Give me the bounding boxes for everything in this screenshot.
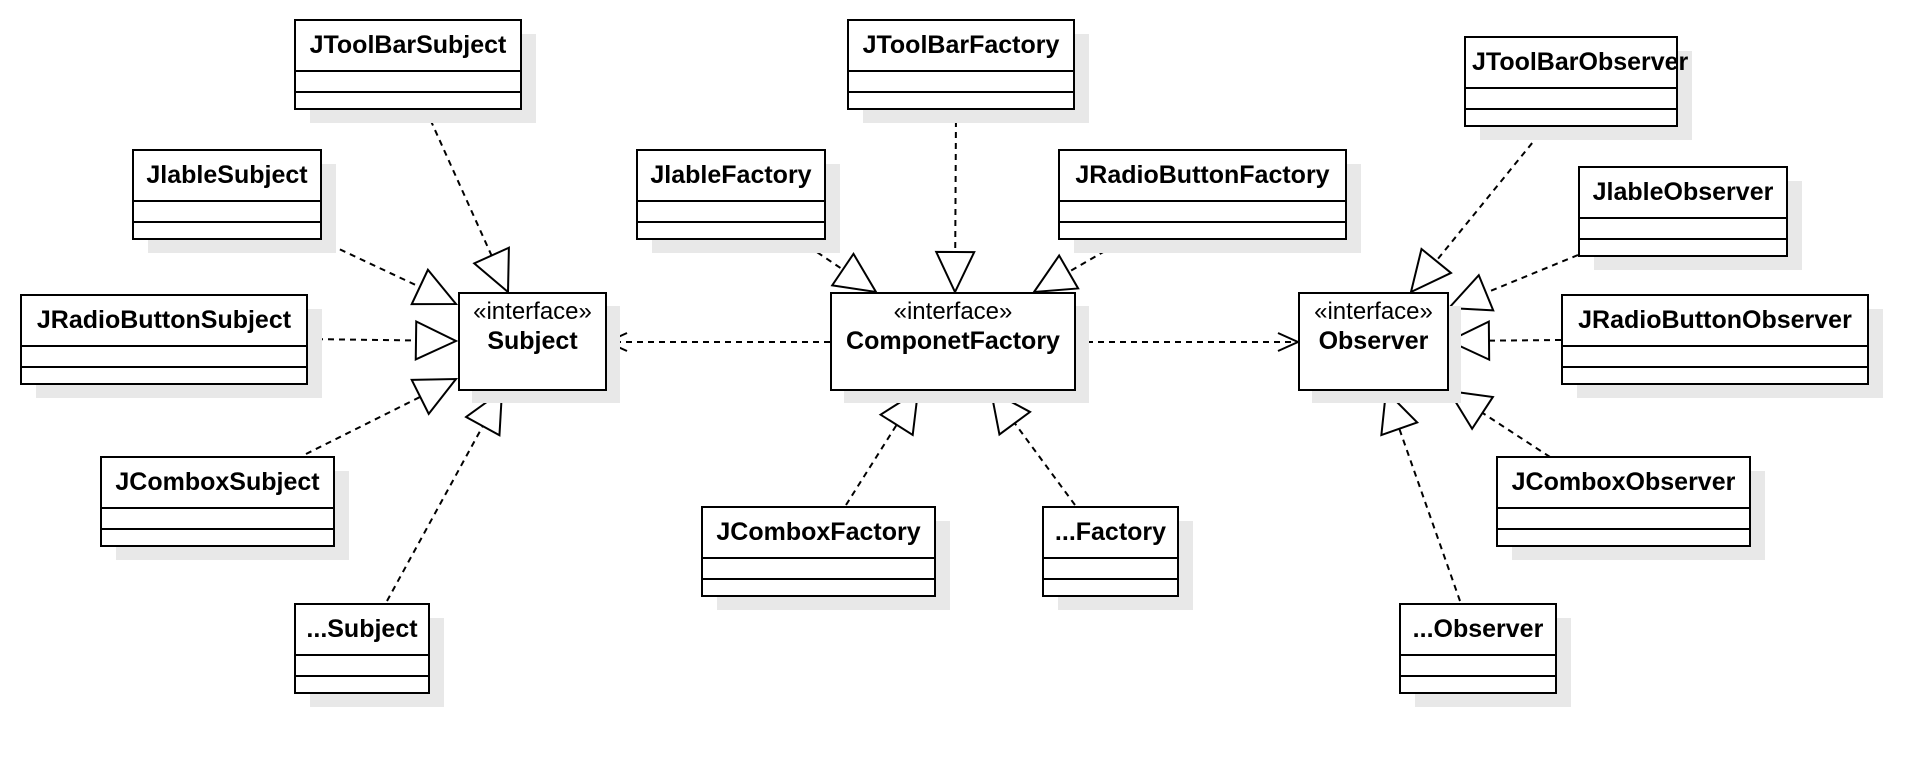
class-box-jlablesubject[interactable]: JlableSubject	[132, 149, 322, 240]
class-name: JToolBarSubject	[296, 21, 520, 72]
realization-etc-observer	[1386, 391, 1461, 602]
componet-factory-interface[interactable]: «interface» ComponetFactory	[830, 292, 1076, 391]
stereotype-label: «interface»	[473, 298, 592, 325]
attributes-compartment	[1563, 347, 1867, 368]
interface-name: Subject	[487, 327, 578, 355]
class-box-jradiobuttonobserver[interactable]: JRadioButtonObserver	[1561, 294, 1869, 385]
interface-name: Observer	[1318, 327, 1429, 355]
methods-compartment	[1563, 368, 1867, 383]
realization-jlablesubject	[319, 239, 456, 304]
methods-compartment	[102, 530, 333, 545]
attributes-compartment	[1466, 89, 1676, 110]
realization-jtoolbarsubject	[425, 109, 508, 292]
attributes-compartment	[1044, 559, 1177, 580]
class-name: JComboxSubject	[102, 458, 333, 509]
realization-jradiobuttonsubject	[305, 339, 456, 341]
class-box-jtoolbarfactory[interactable]: JToolBarFactory	[847, 19, 1075, 110]
realization-etc-subject	[386, 391, 502, 602]
class-box-etc-factory[interactable]: ...Factory	[1042, 506, 1179, 597]
class-box-jtoolbarsubject[interactable]: JToolBarSubject	[294, 19, 522, 110]
class-name: JlableSubject	[134, 151, 320, 202]
methods-compartment	[1498, 530, 1749, 545]
observer-interface[interactable]: «interface» Observer	[1298, 292, 1449, 391]
attributes-compartment	[296, 72, 520, 93]
class-box-jlableobserver[interactable]: JlableObserver	[1578, 166, 1788, 257]
realization-jcomboxobserver	[1449, 391, 1551, 458]
class-box-jcomboxfactory[interactable]: JComboxFactory	[701, 506, 936, 597]
realization-jtoolbarobserver	[1411, 125, 1547, 292]
stereotype-label: «interface»	[1314, 298, 1433, 325]
class-box-jcomboxsubject[interactable]: JComboxSubject	[100, 456, 335, 547]
attributes-compartment	[22, 347, 306, 368]
methods-compartment	[638, 223, 824, 238]
class-box-jradiobuttonfactory[interactable]: JRadioButtonFactory	[1058, 149, 1347, 240]
methods-compartment	[296, 677, 428, 692]
methods-compartment	[1044, 580, 1177, 595]
class-name: JRadioButtonSubject	[22, 296, 306, 347]
subject-interface[interactable]: «interface» Subject	[458, 292, 607, 391]
class-box-jradiobuttonsubject[interactable]: JRadioButtonSubject	[20, 294, 308, 385]
attributes-compartment	[638, 202, 824, 223]
methods-compartment	[296, 93, 520, 108]
interface-name: ComponetFactory	[846, 327, 1060, 355]
methods-compartment	[1466, 110, 1676, 125]
realization-jlableobserver	[1449, 254, 1579, 308]
class-name: ...Subject	[296, 605, 428, 656]
attributes-compartment	[1580, 219, 1786, 240]
class-box-etc-subject[interactable]: ...Subject	[294, 603, 430, 694]
class-box-jlablefactory[interactable]: JlableFactory	[636, 149, 826, 240]
realization-jtoolbarfactory	[955, 109, 956, 292]
attributes-compartment	[1401, 656, 1555, 677]
attributes-compartment	[849, 72, 1073, 93]
class-name: JlableObserver	[1580, 168, 1786, 219]
class-name: JToolBarObserver	[1466, 38, 1688, 89]
realization-etc-factory	[991, 391, 1076, 506]
class-name: JRadioButtonFactory	[1060, 151, 1345, 202]
methods-compartment	[134, 223, 320, 238]
class-name: ...Factory	[1044, 508, 1177, 559]
class-box-jtoolbarobserver[interactable]: JToolBarObserver	[1464, 36, 1688, 127]
stereotype-label: «interface»	[893, 298, 1013, 325]
attributes-compartment	[703, 559, 934, 580]
methods-compartment	[22, 368, 306, 383]
class-name: ...Observer	[1401, 605, 1555, 656]
attributes-compartment	[1060, 202, 1345, 223]
realization-jradiobuttonobserver	[1449, 340, 1562, 341]
attributes-compartment	[134, 202, 320, 223]
realization-jcomboxfactory	[845, 391, 918, 506]
methods-compartment	[1401, 677, 1555, 692]
class-name: JRadioButtonObserver	[1563, 296, 1867, 347]
realization-jcomboxsubject	[305, 379, 456, 455]
methods-compartment	[703, 580, 934, 595]
class-box-jcomboxobserver[interactable]: JComboxObserver	[1496, 456, 1751, 547]
class-name: JComboxFactory	[703, 508, 934, 559]
class-name: JlableFactory	[638, 151, 824, 202]
methods-compartment	[1580, 240, 1786, 255]
methods-compartment	[849, 93, 1073, 108]
class-name: JToolBarFactory	[849, 21, 1073, 72]
methods-compartment	[1060, 223, 1345, 238]
class-name: JComboxObserver	[1498, 458, 1749, 509]
class-box-etc-observer[interactable]: ...Observer	[1399, 603, 1557, 694]
attributes-compartment	[296, 656, 428, 677]
attributes-compartment	[1498, 509, 1749, 530]
attributes-compartment	[102, 509, 333, 530]
